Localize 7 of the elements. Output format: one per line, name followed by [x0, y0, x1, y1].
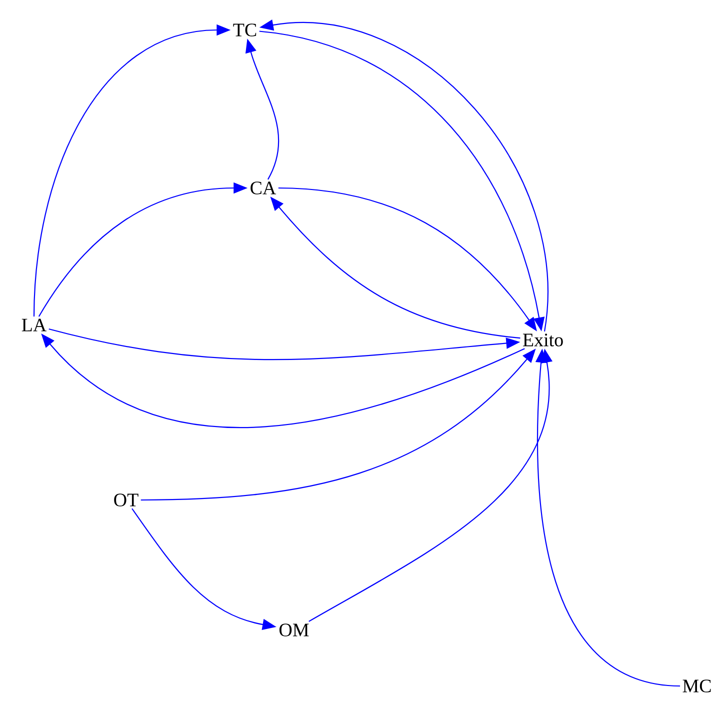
- node-label: Exito: [522, 334, 563, 346]
- node-label: LA: [22, 318, 47, 332]
- node-label: OM: [279, 624, 309, 636]
- node-label: CA: [250, 182, 276, 194]
- node-label: TC: [233, 24, 256, 36]
- node-label: OT: [114, 494, 138, 506]
- node-label: MC: [682, 680, 711, 692]
